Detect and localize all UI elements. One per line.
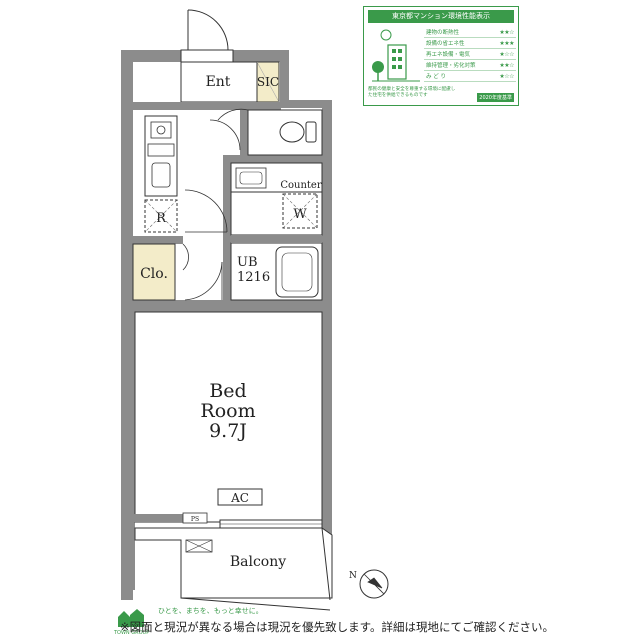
town-logo-icon xyxy=(118,609,144,627)
label-unit-bath: UB xyxy=(237,255,258,270)
label-balcony: Balcony xyxy=(230,554,286,570)
label-counter: Counter xyxy=(280,180,321,191)
pipe-space xyxy=(182,512,208,524)
compass-icon: N xyxy=(349,569,389,599)
balcony xyxy=(134,527,333,599)
entrance-door xyxy=(187,9,229,51)
badge-footnote: 都民の健康と安全を尊重する環境に配慮した住宅を供給できるものです xyxy=(368,87,456,98)
rating-row: 再エネ設備・電気★☆☆ xyxy=(424,50,516,60)
interior-walls xyxy=(133,102,330,312)
corridor-doors xyxy=(182,119,241,301)
bathtub xyxy=(275,246,319,298)
rating-row: み ど り★☆☆ xyxy=(424,72,516,82)
toilet-room xyxy=(247,109,323,156)
label-entrance: Ent xyxy=(206,74,231,90)
badge-title: 東京都マンション環境性能表示 xyxy=(368,10,514,23)
compass-north-label: N xyxy=(349,571,357,581)
label-bedroom-2: Room xyxy=(200,400,255,422)
toilet-icon xyxy=(279,121,317,143)
rating-row: 建物の断熱性★★☆ xyxy=(424,28,516,38)
company-slogan: ひとを、まちを、もっと幸せに。 xyxy=(158,607,263,615)
label-refrigerator: R xyxy=(156,211,167,226)
label-air-conditioner: AC xyxy=(230,491,249,505)
company-group-name: TOWN GROUP xyxy=(114,630,150,636)
label-bedroom-area: 9.7J xyxy=(209,420,247,442)
label-washer: W xyxy=(293,207,307,222)
label-unit-bath-size: 1216 xyxy=(237,270,270,285)
building-tree-icon xyxy=(372,29,420,82)
eco-performance-badge: 東京都マンション環境性能表示 建物の断熱性★★☆ 設備の省エネ性★★★ 再エネ設… xyxy=(363,6,519,106)
rating-row: 設備の省エネ性★★★ xyxy=(424,39,516,49)
label-shoe-closet: SIC xyxy=(257,75,279,89)
disclaimer-note: ※図面と現況が異なる場合は現況を優先致します。詳細は現地にてご確認ください。 xyxy=(120,620,554,634)
company-logo-block: ひとを、まちを、もっと幸せに。 TOWN GROUP xyxy=(112,605,282,639)
badge-year: 2020年度基準 xyxy=(477,93,514,102)
label-bedroom-1: Bed xyxy=(209,380,246,402)
bedroom xyxy=(134,311,323,523)
air-conditioner xyxy=(217,488,263,506)
label-closet: Clo. xyxy=(140,266,168,282)
closet xyxy=(132,243,176,301)
rating-row: 維持管理・劣化対策★★☆ xyxy=(424,61,516,71)
badge-ratings: 建物の断熱性★★☆ 設備の省エネ性★★★ 再エネ設備・電気★☆☆ 維持管理・劣化… xyxy=(424,27,516,82)
vanity-counter xyxy=(235,167,267,189)
left-wall-band xyxy=(121,50,133,598)
label-pipe-space: PS xyxy=(191,516,199,523)
